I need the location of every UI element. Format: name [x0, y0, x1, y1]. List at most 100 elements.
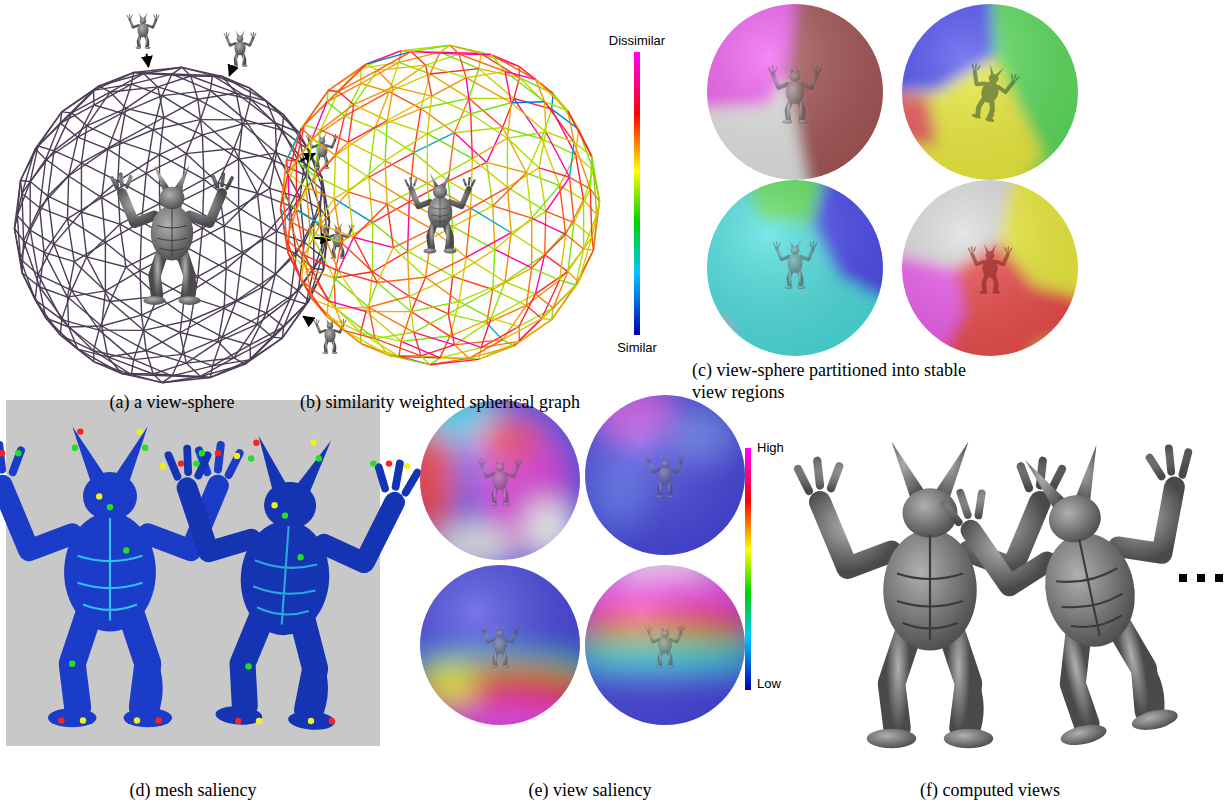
figure-foot [782, 120, 792, 124]
sphere-edge [236, 93, 242, 124]
figure-leg [138, 35, 140, 46]
sphere-edge [450, 318, 491, 336]
sphere-edge [266, 101, 298, 132]
figure-torso [324, 328, 335, 343]
sphere-edge [450, 45, 481, 53]
sphere-edge [30, 196, 48, 230]
sphere-edge [40, 208, 68, 219]
figure-foot [242, 65, 248, 67]
figure-leg [333, 340, 335, 351]
sphere-edge [372, 223, 373, 272]
figure-arm [227, 37, 236, 45]
armadillo-figure [769, 62, 822, 123]
sphere-edge [408, 251, 453, 276]
figure-leg [787, 101, 790, 120]
sphere-edge [54, 126, 87, 151]
sphere-edge [409, 276, 452, 296]
sphere-shade [707, 180, 883, 356]
sphere-edge [507, 168, 539, 187]
figure-tail [144, 36, 148, 47]
sphere-edge [172, 354, 182, 376]
sphere-edge [440, 336, 450, 358]
sphere-edge [411, 52, 459, 54]
sphere-edge [108, 351, 146, 357]
sphere-edge [288, 221, 290, 253]
figure-detail [431, 198, 448, 225]
figure-head [160, 187, 185, 210]
figure-foot [444, 248, 457, 253]
sphere-edge [338, 64, 366, 91]
sphere-edge [545, 211, 546, 254]
figure-foot [992, 291, 1000, 294]
figure-fingers [224, 32, 256, 36]
sphere-edge [427, 134, 472, 159]
similarity-graph [280, 45, 599, 364]
sphere-edge [466, 257, 505, 281]
figure-foot [178, 296, 201, 305]
figure-leg [146, 35, 148, 46]
sphere-edge [74, 262, 105, 291]
sphere-edge [366, 64, 377, 70]
region-fill [681, 154, 910, 383]
figure-head [263, 480, 318, 530]
sphere-shade [902, 180, 1078, 356]
region-base [687, 0, 903, 200]
sphere-edge [466, 78, 471, 114]
sphere-edge [239, 124, 243, 159]
sphere-edge [546, 177, 570, 211]
sphere-edge [414, 133, 455, 153]
sphere-edge [335, 155, 368, 177]
sphere-edge [99, 74, 143, 86]
saliency-spot [0, 450, 5, 456]
sphere-edge [348, 121, 387, 143]
saliency-spot [234, 453, 240, 459]
sphere-edge [275, 123, 276, 153]
sphere-edge [312, 138, 335, 155]
region-base [882, 0, 1098, 200]
armadillo-figure [646, 623, 684, 668]
figure-head [496, 630, 504, 637]
figure-leg [430, 224, 434, 248]
sphere-edge [81, 212, 119, 224]
saliency-spot [370, 460, 376, 466]
sphere-edge [102, 326, 108, 357]
sphere-edge [495, 218, 532, 249]
sphere-edge [298, 291, 309, 301]
saliency-spot [137, 428, 143, 434]
armadillo-figure [224, 30, 256, 67]
saliency-spot [256, 718, 262, 724]
sphere-edge [320, 192, 348, 225]
sphere-edge [389, 92, 421, 109]
sphere-edge [345, 331, 390, 356]
saliency-sphere [555, 535, 775, 755]
saliency-spot [297, 554, 303, 560]
sphere-edge [341, 242, 373, 272]
sphere-edge [296, 161, 297, 210]
sphere-edge [144, 330, 182, 354]
sphere-edge [48, 196, 82, 212]
figure-leg [132, 615, 148, 707]
figure-arm [671, 462, 681, 472]
figure-fingers [112, 174, 232, 188]
figure-arm [803, 74, 817, 87]
sphere-edge [354, 237, 378, 282]
sphere-edge [320, 105, 353, 130]
subfigure-caption: (d) mesh saliency [130, 780, 257, 802]
sphere-edge [304, 91, 338, 125]
sphere-edge [471, 114, 508, 139]
sphere-edge [283, 195, 296, 210]
sphere-edge [146, 332, 180, 350]
sphere-edge [546, 211, 574, 222]
sphere-edge [545, 102, 568, 111]
figure-arm [2, 486, 72, 551]
figure-head [661, 630, 669, 637]
figure-leg [994, 275, 997, 290]
sphere-edge [120, 224, 126, 267]
sphere-edge [275, 123, 298, 132]
colorbar-label: Low [757, 676, 781, 692]
figure-arm [671, 632, 681, 642]
sphere-edge [287, 239, 305, 255]
sphere-edge [266, 313, 283, 327]
sphere-edge [35, 274, 38, 299]
sphere-edge [399, 356, 440, 357]
